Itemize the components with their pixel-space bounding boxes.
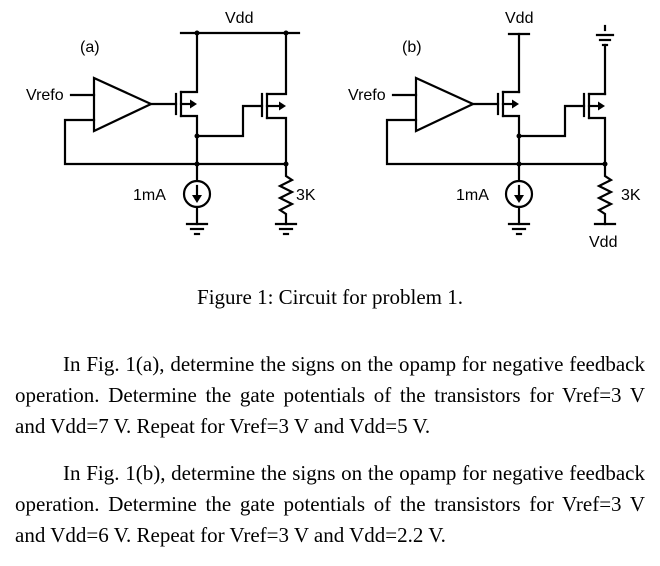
junction-dot [194, 133, 200, 139]
ground-icon [507, 222, 531, 236]
panel-label-b: (b) [402, 39, 422, 56]
current-source-a [182, 162, 212, 226]
circuit-figure: (a) Vdd Vrefo 1mA 3K [26, 10, 641, 251]
vdd-label-a: Vdd [225, 10, 253, 27]
problem-paragraph: In Fig. 1(a), determine the signs on the… [15, 352, 645, 438]
problem-paragraph: In Fig. 1(b), determine the signs on the… [15, 461, 645, 547]
current-source-label-a: 1mA [133, 187, 166, 204]
circuit-b: (b) Vdd Vrefo 1mA 3K Vdd [348, 10, 641, 251]
transistor-m1-a [174, 31, 199, 166]
resistor-label-b: 3K [621, 187, 641, 204]
resistor-b [596, 162, 614, 226]
current-source-b [504, 162, 534, 226]
circuit-a: (a) Vdd Vrefo 1mA 3K [26, 10, 316, 236]
resistor-bottom-label-b: Vdd [589, 234, 617, 251]
feedback-wire-a [63, 118, 288, 166]
figure-caption: Figure 1: Circuit for problem 1. [197, 285, 463, 309]
resistor-a [277, 162, 295, 226]
vdd-label-b: Vdd [505, 10, 533, 27]
opamp-a [92, 76, 154, 133]
transistor-m2-b [582, 92, 607, 166]
panel-label-a: (a) [80, 39, 100, 56]
vref-label-b: Vrefo [348, 87, 386, 104]
ground-icon [185, 222, 209, 236]
junction-dot [516, 133, 522, 139]
source-to-gate-wire-b [517, 104, 586, 138]
transistor-m1-b [496, 90, 521, 166]
current-source-label-b: 1mA [456, 187, 489, 204]
transistor-m2-a [260, 31, 288, 166]
ground-icon [274, 222, 298, 236]
vref-label-a: Vrefo [26, 87, 64, 104]
source-to-gate-wire-a [195, 104, 264, 138]
ground-icon [595, 24, 615, 47]
opamp-b [414, 76, 476, 133]
feedback-wire-b [385, 118, 607, 166]
resistor-label-a: 3K [296, 187, 316, 204]
